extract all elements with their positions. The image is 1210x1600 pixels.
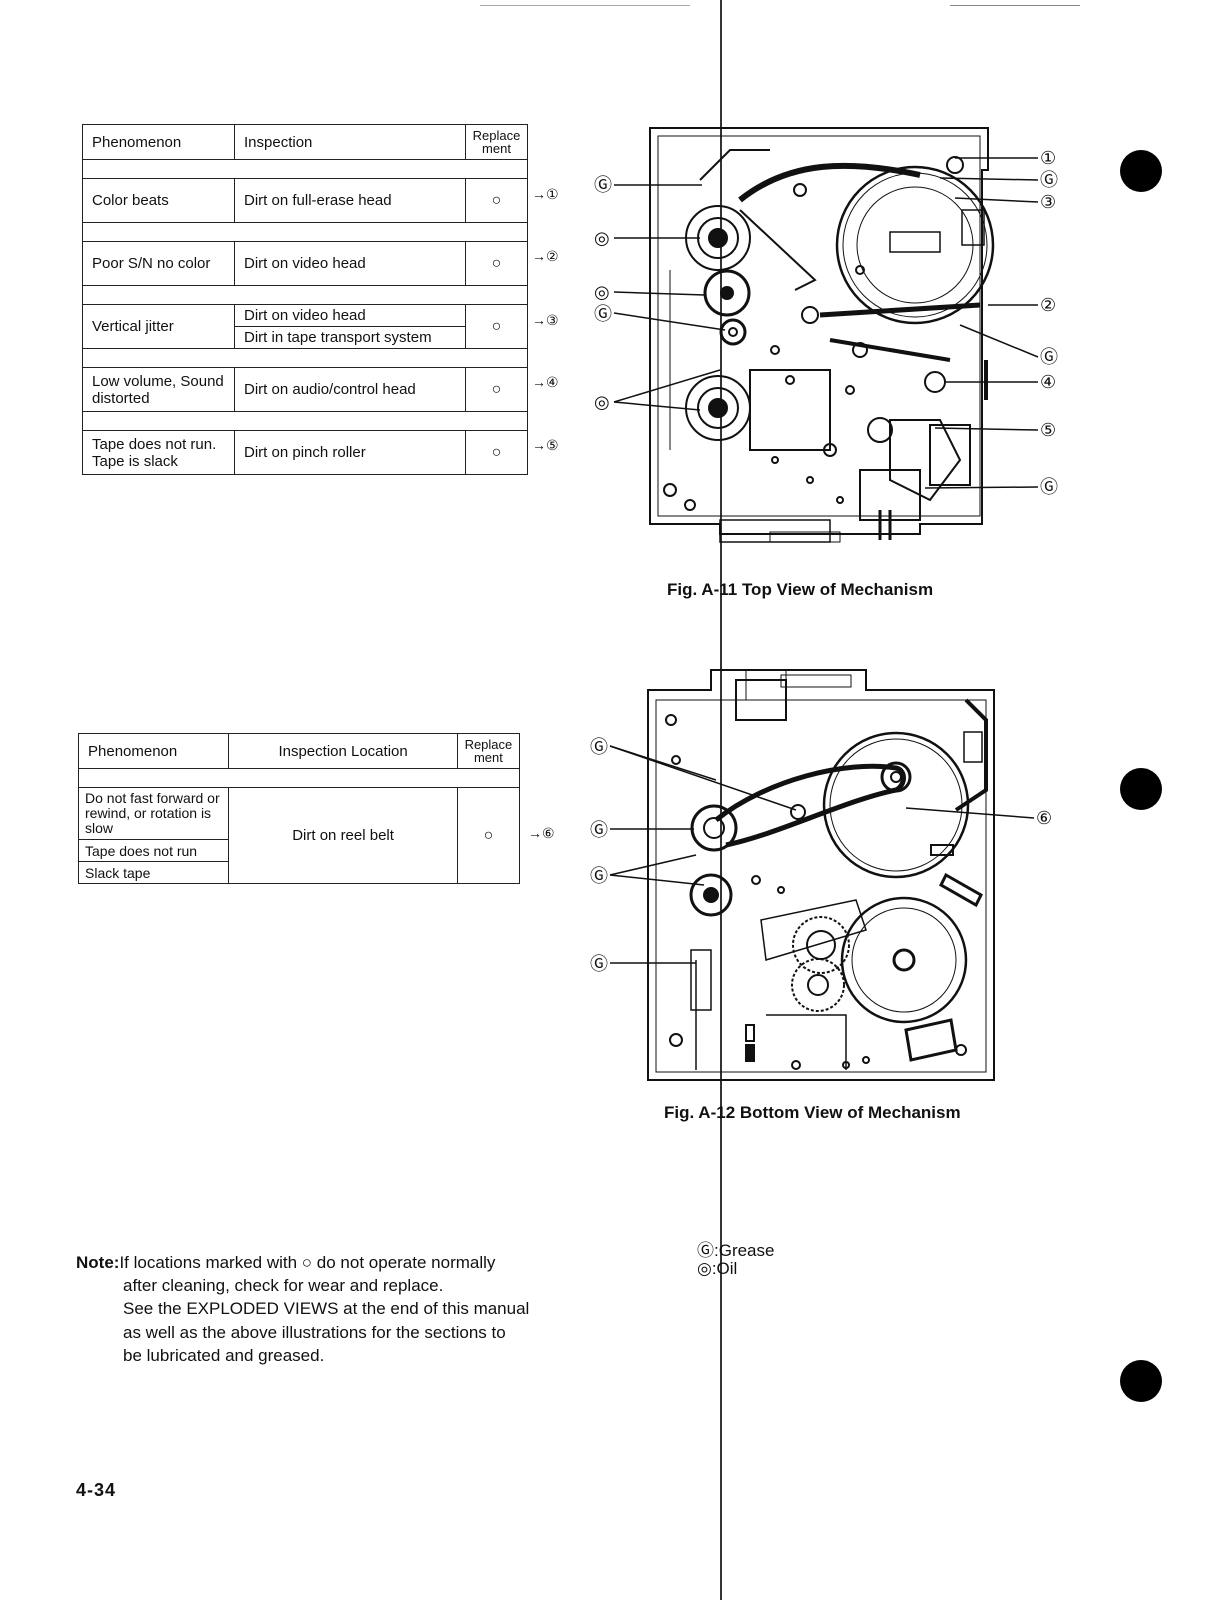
fig2-callout-g1: Ⓖ	[590, 737, 608, 758]
flywheel	[822, 731, 970, 879]
callout-2: ②	[1040, 295, 1056, 316]
top-rule-right	[950, 5, 1080, 6]
callout-left-g1: Ⓖ	[594, 175, 612, 196]
row5-inspection: Dirt on pinch roller	[234, 430, 466, 475]
fig2-caption: Fig. A-12 Bottom View of Mechanism	[664, 1103, 961, 1122]
t2-phenomenon-1: Do not fast forward or rewind, or rotati…	[77, 787, 230, 840]
header-inspection: Inspection	[234, 124, 466, 160]
callout-1: ①	[1040, 148, 1056, 169]
t2-header-inspection: Inspection Location	[228, 733, 458, 769]
page-number: 4-34	[76, 1480, 117, 1500]
row3-inspection: Dirt on video head	[234, 304, 466, 327]
row3-inspection-2: Dirt in tape transport system	[234, 326, 466, 349]
row5-ref: →⑤	[532, 437, 559, 453]
t2-inspection: Dirt on reel belt	[228, 787, 458, 884]
chassis-outline-bottom	[647, 669, 995, 1081]
figure-bottom-view: ⑥ Ⓖ Ⓖ Ⓖ Ⓖ	[590, 669, 1052, 1081]
row4-mark: ○	[465, 367, 528, 412]
row4-phenomenon: Low volume, Sound distorted	[82, 367, 235, 412]
top-rule	[480, 5, 690, 6]
note-line-3: as well as the above illustrations for t…	[123, 1323, 506, 1342]
row5-mark: ○	[465, 430, 528, 475]
reel-pulley	[690, 804, 738, 852]
note-label: Note:	[76, 1253, 120, 1272]
figure-top-view: ① Ⓖ ③ ② Ⓖ ④ ⑤ Ⓖ Ⓖ ◎ ◎ Ⓖ ◎	[594, 127, 1058, 543]
binder-hole-3	[1120, 1360, 1162, 1402]
legend-grease: Ⓖ:Grease	[697, 1241, 775, 1260]
callout-left-oil3: ◎	[594, 392, 610, 413]
row1-inspection: Dirt on full-erase head	[234, 178, 466, 223]
row2-ref: →②	[532, 248, 559, 264]
callout-left-oil2: ◎	[594, 282, 610, 303]
fig2-callout-g2: Ⓖ	[590, 820, 608, 841]
callout-g2: Ⓖ	[1040, 347, 1058, 368]
header-replacement: Replace ment	[465, 124, 528, 160]
note-first-line: Note:If locations marked with ○ do not o…	[76, 1251, 495, 1275]
head-drum	[835, 165, 995, 325]
fig1-caption: Fig. A-11 Top View of Mechanism	[667, 580, 934, 599]
row2-inspection: Dirt on video head	[234, 241, 466, 286]
row2-phenomenon: Poor S/N no color	[82, 241, 235, 286]
t2-header-replacement: Replace ment	[456, 733, 521, 769]
callout-4: ④	[1040, 372, 1056, 393]
callout-g1: Ⓖ	[1040, 170, 1058, 191]
row3-phenomenon: Vertical jitter	[82, 304, 235, 349]
row1-ref: →①	[532, 186, 559, 202]
callout-g3: Ⓖ	[1040, 477, 1058, 498]
callout-3: ③	[1040, 192, 1056, 213]
inspection-table-2: Phenomenon Inspection Location Replace m…	[77, 733, 521, 884]
scan-line	[720, 0, 722, 1600]
row1-mark: ○	[465, 178, 528, 223]
row5-phenomenon: Tape does not run. Tape is slack	[82, 430, 235, 475]
reel-belt	[714, 763, 906, 848]
note-line-2: See the EXPLODED VIEWS at the end of thi…	[123, 1299, 530, 1318]
chassis-outline	[649, 127, 989, 535]
row3-ref: →③	[532, 312, 559, 328]
fig2-callout-g4: Ⓖ	[590, 954, 608, 975]
t2-ref: →⑥	[528, 825, 555, 841]
note-line-4: be lubricated and greased.	[123, 1346, 325, 1365]
row3-mark: ○	[465, 304, 528, 349]
row4-ref: →④	[532, 374, 559, 390]
t2-phenomenon-2: Tape does not run	[77, 839, 230, 862]
t2-phenomenon-3: Slack tape	[77, 861, 230, 884]
callout-6: ⑥	[1036, 808, 1052, 829]
fig2-callout-g3: Ⓖ	[590, 866, 608, 887]
callout-left-g2: Ⓖ	[594, 304, 612, 325]
row4-inspection: Dirt on audio/control head	[234, 367, 466, 412]
legend-oil: ◎:Oil	[697, 1259, 738, 1278]
t2-mark: ○	[456, 787, 521, 884]
t2-header-phenomenon: Phenomenon	[77, 733, 230, 769]
callout-5: ⑤	[1040, 420, 1056, 441]
note-line-1: after cleaning, check for wear and repla…	[123, 1276, 444, 1295]
inspection-table-1: Phenomenon Inspection Replace ment Color…	[82, 124, 528, 475]
note-text: If locations marked with ○ do not operat…	[119, 1253, 496, 1272]
binder-hole-2	[1120, 768, 1162, 810]
binder-hole-1	[1120, 150, 1162, 192]
row2-mark: ○	[465, 241, 528, 286]
row1-phenomenon: Color beats	[82, 178, 235, 223]
header-phenomenon: Phenomenon	[82, 124, 235, 160]
callout-left-oil1: ◎	[594, 228, 610, 249]
